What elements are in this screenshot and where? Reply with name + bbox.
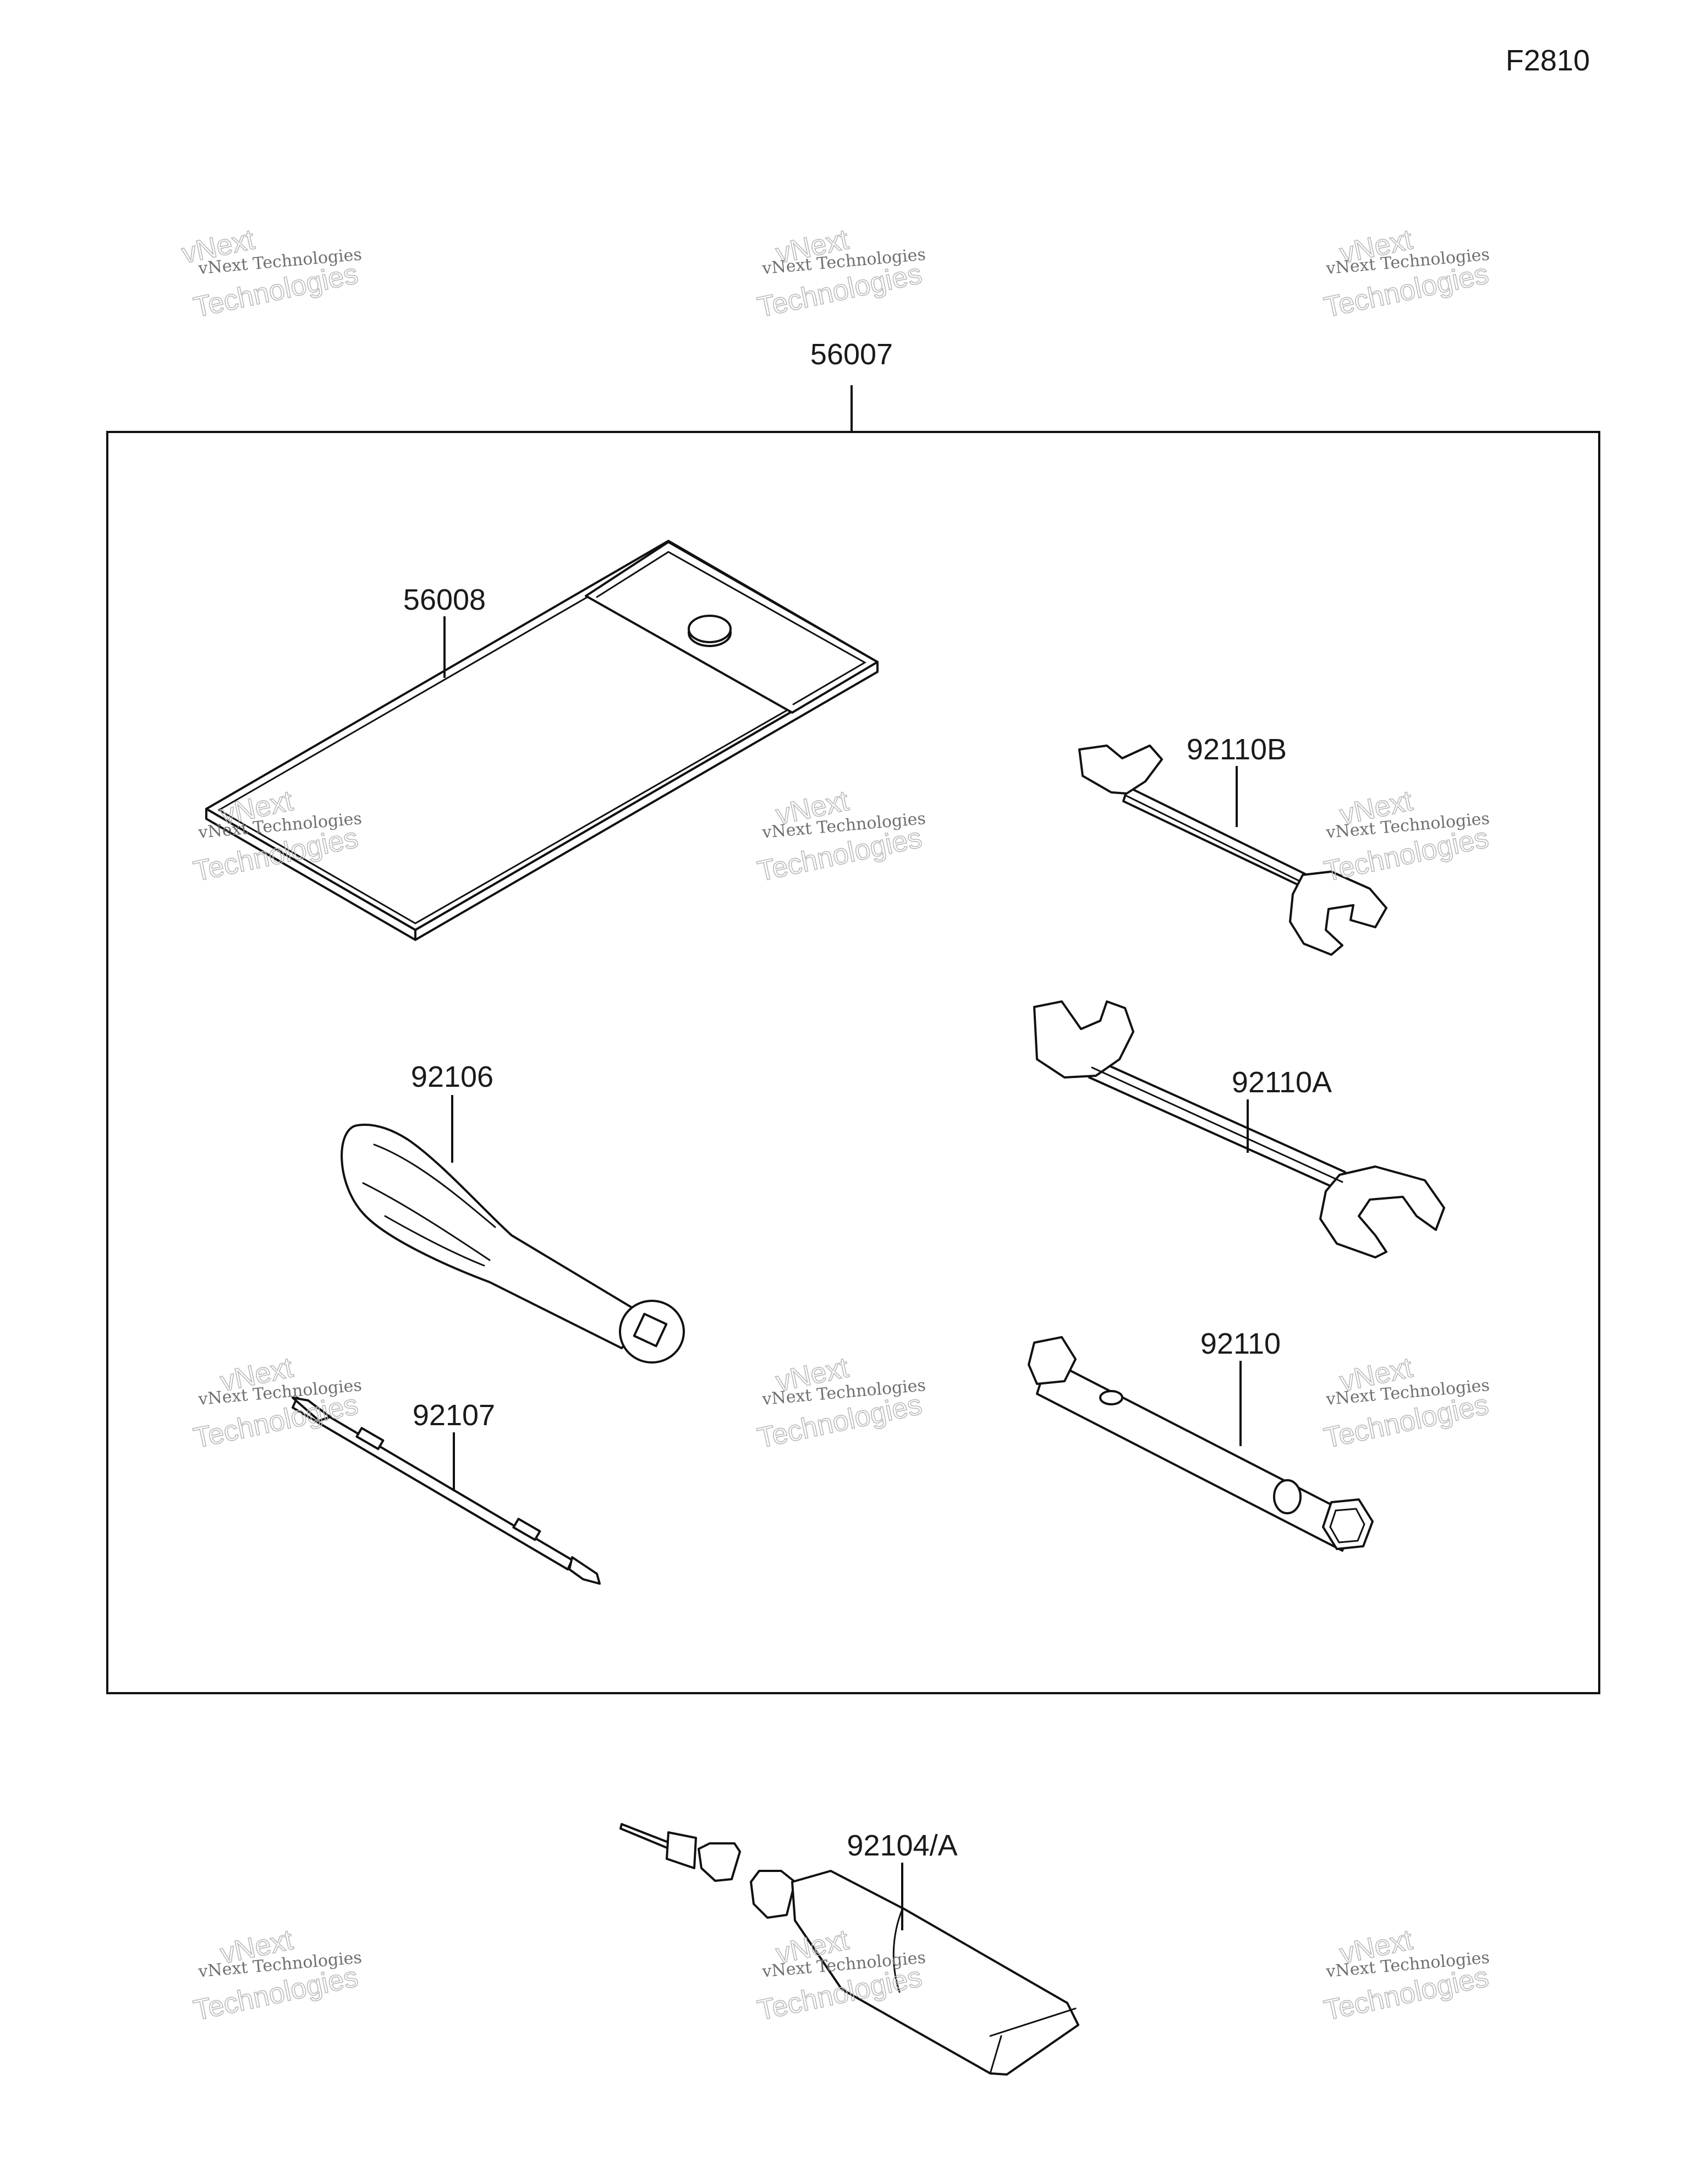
- watermark-top-left: vNext Technologies vNext Technologies: [179, 223, 363, 324]
- watermark-low-center: vNext Technologies vNext Technologies: [754, 1351, 926, 1455]
- watermark-bottom-right: vNext Technologies vNext Technologies: [1321, 1923, 1492, 2027]
- callout-screwdriver-bit[interactable]: 92107: [413, 1399, 495, 1432]
- watermark-top-right: vNext Technologies vNext Technologies: [1321, 223, 1492, 324]
- tool-kit-frame: [106, 431, 1600, 1694]
- large-open-wrench-drawing: [1033, 1000, 1445, 1258]
- box-wrench-drawing: [1028, 1336, 1374, 1552]
- callout-tool-bag[interactable]: 56008: [403, 583, 486, 616]
- watermark-low-right: vNext Technologies vNext Technologies: [1321, 1351, 1492, 1455]
- callout-wrench-b[interactable]: 92110B: [1187, 733, 1287, 766]
- screwdriver-grip-drawing: [341, 1124, 685, 1364]
- screwdriver-bit-drawing: [292, 1397, 601, 1585]
- watermark-mid-center: vNext Technologies vNext Technologies: [754, 784, 926, 888]
- small-open-wrench-drawing: [1078, 745, 1387, 956]
- callout-screwdriver-grip[interactable]: 92106: [411, 1060, 493, 1093]
- grease-tube-drawing: [619, 1823, 1079, 2076]
- callout-wrench-a[interactable]: 92110A: [1232, 1066, 1332, 1099]
- watermark-bottom-left: vNext Technologies vNext Technologies: [190, 1923, 363, 2027]
- callout-grease[interactable]: 92104/A: [847, 1829, 957, 1862]
- watermark-mid-right: vNext Technologies vNext Technologies: [1321, 784, 1492, 888]
- callout-box-wrench[interactable]: 92110: [1200, 1327, 1281, 1360]
- tool-bag-drawing: [205, 540, 879, 941]
- watermark-low-left: vNext Technologies vNext Technologies: [190, 1351, 363, 1455]
- callout-tool-kit[interactable]: 56007: [810, 338, 893, 371]
- figure-code: F2810: [1506, 44, 1590, 77]
- watermark-top-center: vNext Technologies vNext Technologies: [754, 223, 926, 324]
